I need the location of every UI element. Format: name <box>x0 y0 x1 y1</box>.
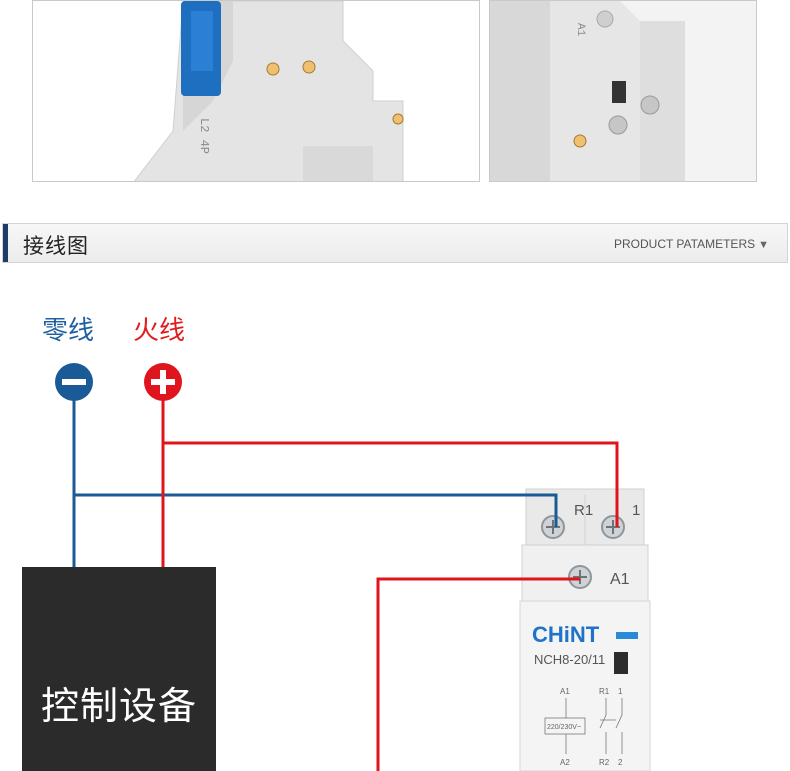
screw-terminal <box>608 115 628 135</box>
live-wire <box>161 400 619 771</box>
control-device-label: 控制设备 <box>40 684 197 728</box>
side-marking: L2 4P <box>197 118 211 154</box>
schematic-r1: R1 <box>599 687 610 696</box>
schematic-a2: A2 <box>560 758 570 767</box>
section-subtitle: PRODUCT PATAMETERS▼ <box>614 237 769 251</box>
model-number: NCH8-20/11 <box>534 652 605 667</box>
neutral-wire <box>72 400 558 567</box>
terminal-label-a1: A1 <box>610 571 630 588</box>
header-accent-bar <box>3 224 8 262</box>
neutral-wire-label: 零线 <box>42 316 95 346</box>
side-marking: A1 <box>574 23 586 37</box>
status-indicator <box>614 652 628 674</box>
section-title: 接线图 <box>23 234 89 258</box>
schematic-t2: 2 <box>618 758 623 767</box>
terminal-label-1: 1 <box>632 502 640 519</box>
screw-terminal <box>596 10 614 28</box>
product-photo-right: A1 <box>489 0 757 182</box>
schematic-a1: A1 <box>560 687 570 696</box>
product-front-illustration: A1 <box>490 1 756 181</box>
product-side-illustration: L2 4P <box>133 1 404 181</box>
status-window <box>612 81 626 103</box>
screw-terminal <box>640 95 660 115</box>
brand-mark <box>616 632 638 639</box>
schematic-t1: 1 <box>618 687 623 696</box>
screw-hole <box>392 113 404 125</box>
plus-icon <box>144 363 182 401</box>
screw-hole <box>573 134 587 148</box>
triangle-down-icon: ▼ <box>758 239 769 251</box>
screw-hole <box>266 62 280 76</box>
product-photo-left: L2 4P <box>32 0 480 182</box>
brand-logo: CHiNT <box>532 622 600 647</box>
control-device-box: 控制设备 <box>22 567 216 771</box>
minus-icon <box>55 363 93 401</box>
screw-hole <box>302 60 316 74</box>
schematic-voltage: 220/230V~ <box>547 724 581 731</box>
section-header: 接线图 PRODUCT PATAMETERS▼ <box>2 223 788 263</box>
schematic-r2: R2 <box>599 758 610 767</box>
live-wire-label: 火线 <box>133 316 186 346</box>
contactor-schematic: A1 R1 1 A2 R2 2 220/230V~ <box>544 687 623 767</box>
section-subtitle-text: PRODUCT PATAMETERS <box>613 237 756 251</box>
terminal-label-r1: R1 <box>574 502 593 519</box>
contactor-module: R1 1 A1 CHiNT NCH8-20/11 A1 R1 1 A2 R2 2… <box>519 488 651 771</box>
